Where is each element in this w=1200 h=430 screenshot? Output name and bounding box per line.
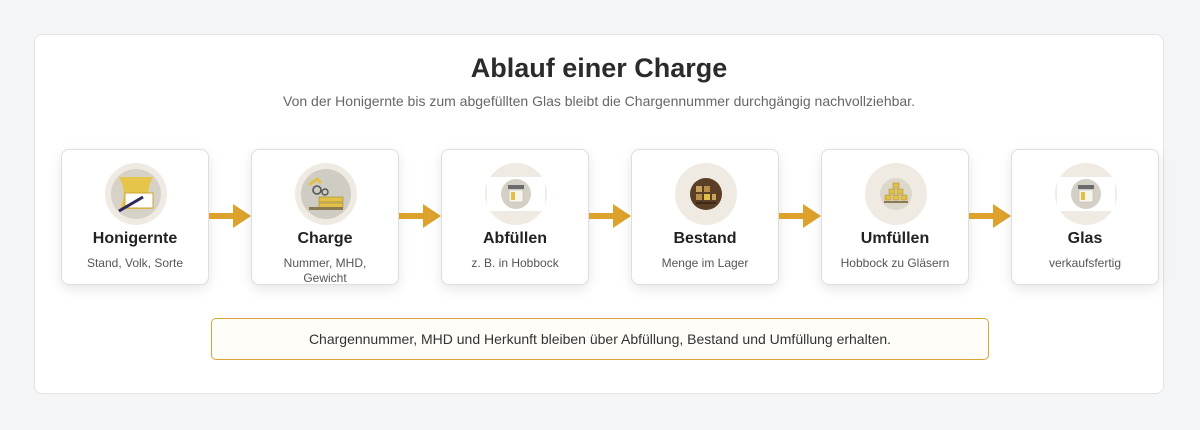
step-title: Honigernte: [92, 230, 178, 247]
step-subtitle: Nummer, MHD, Gewicht: [283, 256, 367, 285]
arrow-right-icon: [589, 204, 631, 228]
arrow-right-icon: [209, 204, 251, 228]
arrow-right-icon: [969, 204, 1011, 228]
page-subtitle: Von der Honigernte bis zum abgefüllten G…: [283, 93, 915, 109]
warehouse-shelf-icon: [675, 163, 737, 225]
step-card-abfuellen: Abfüllen z. B. in Hobbock: [441, 149, 589, 285]
step-subtitle: Hobbock zu Gläsern: [840, 256, 950, 270]
arrow-right-icon: [399, 204, 441, 228]
step-subtitle: Menge im Lager: [661, 256, 749, 270]
step-subtitle: verkaufsfertig: [1048, 256, 1122, 270]
step-card-glas: Glas verkaufsfertig: [1011, 149, 1159, 285]
step-title: Charge: [297, 230, 353, 247]
step-subtitle: Stand, Volk, Sorte: [86, 256, 184, 270]
step-subtitle: z. B. in Hobbock: [471, 256, 559, 270]
info-note: Chargennummer, MHD und Herkunft bleiben …: [211, 318, 989, 360]
jars-stack-icon: [865, 163, 927, 225]
step-card-bestand: Bestand Menge im Lager: [631, 149, 779, 285]
arrow-right-icon: [779, 204, 821, 228]
hobbock-icon: [485, 163, 547, 225]
step-title: Bestand: [673, 230, 737, 247]
page-title: Ablauf einer Charge: [470, 53, 728, 83]
step-title: Abfüllen: [483, 230, 547, 247]
honey-jar-icon: [1055, 163, 1117, 225]
step-title: Glas: [1067, 230, 1103, 247]
step-card-umfuellen: Umfüllen Hobbock zu Gläsern: [821, 149, 969, 285]
step-title: Umfüllen: [860, 230, 930, 247]
step-card-honigernte: Honigernte Stand, Volk, Sorte: [61, 149, 209, 285]
batch-icon: [295, 163, 357, 225]
honey-harvest-icon: [105, 163, 167, 225]
process-panel: Ablauf einer Charge Von der Honigernte b…: [34, 34, 1164, 394]
step-card-charge: Charge Nummer, MHD, Gewicht: [251, 149, 399, 285]
